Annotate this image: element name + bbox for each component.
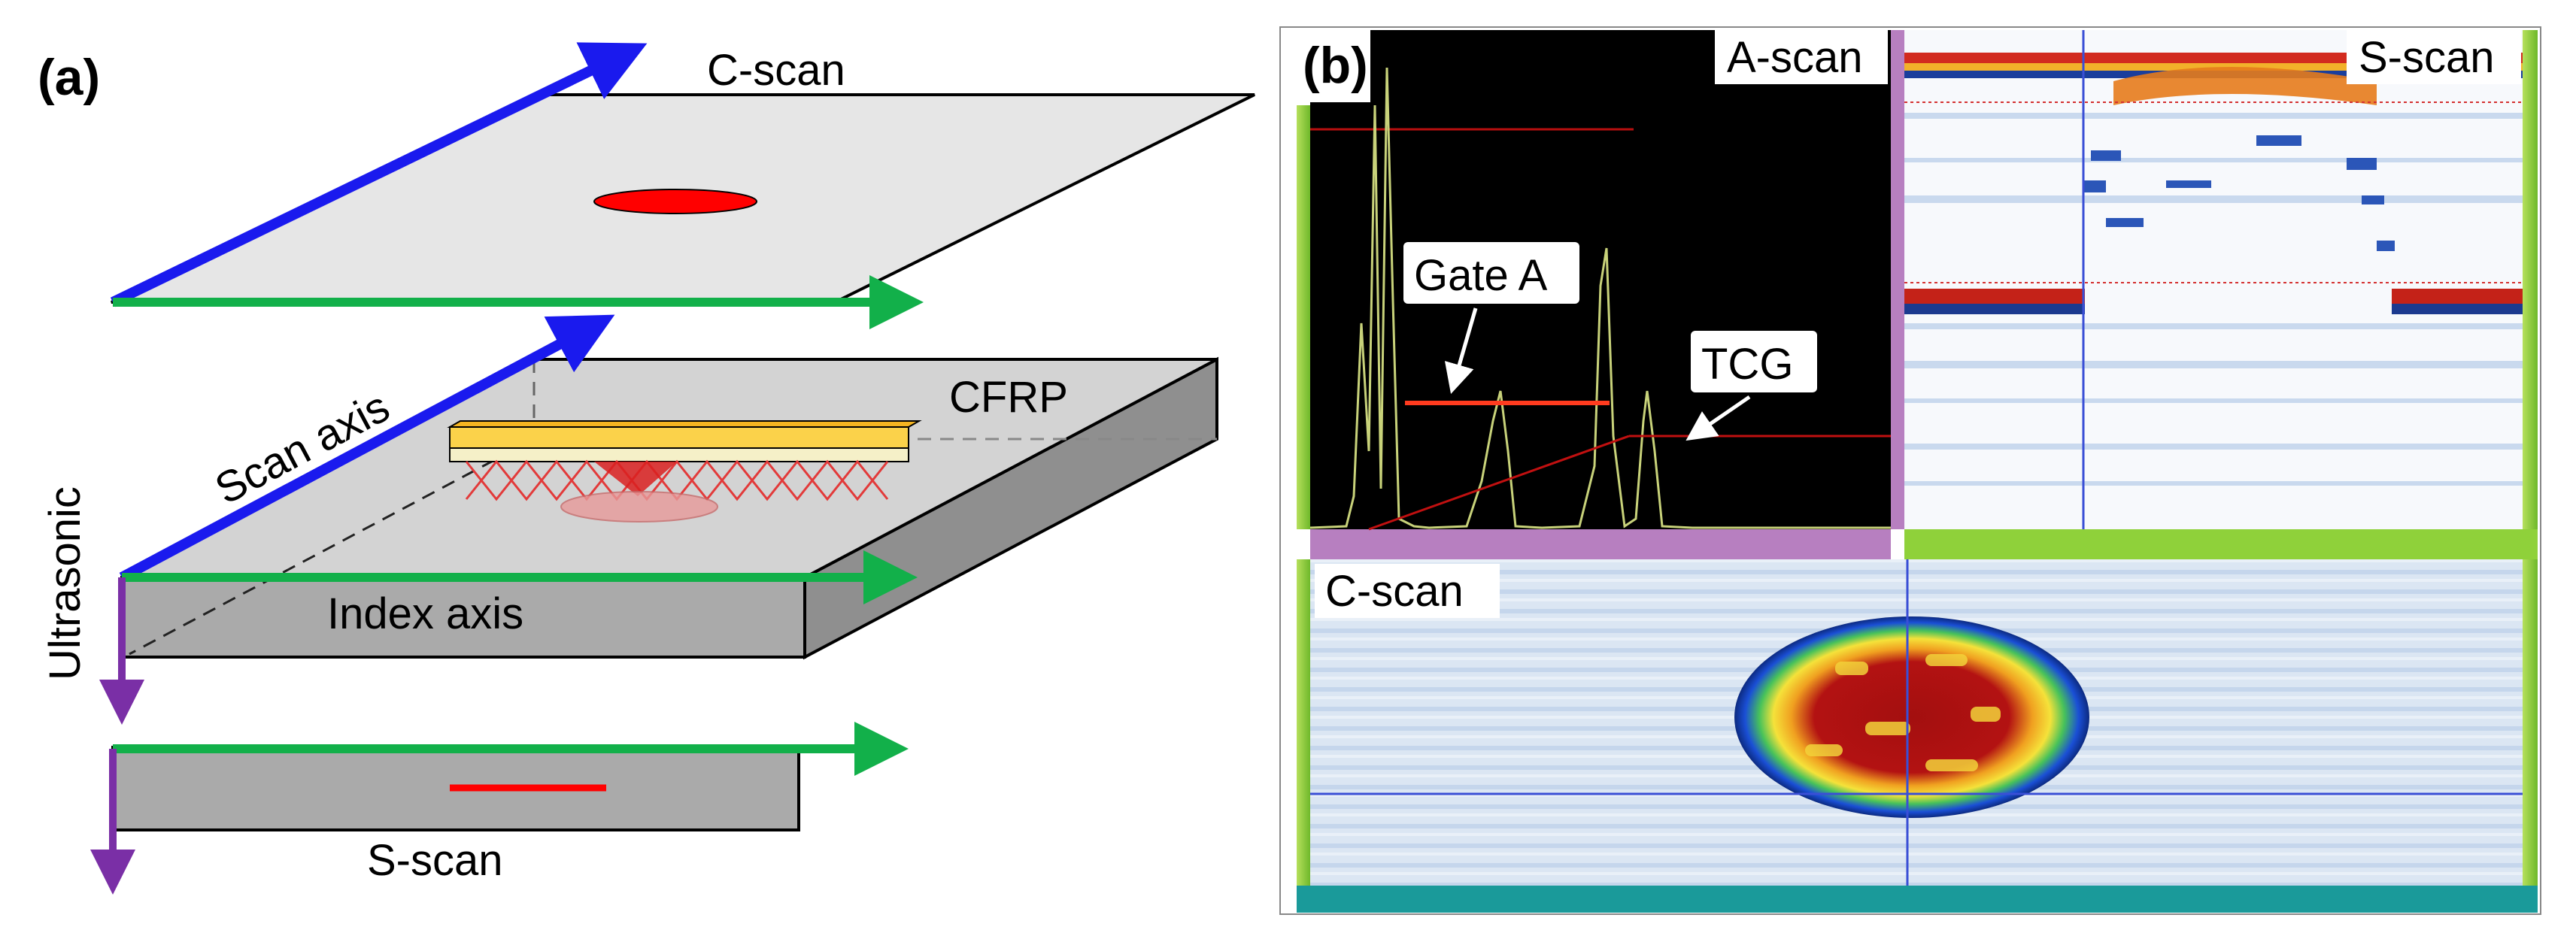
sscan-label: S-scan [367,836,503,885]
sscan-defect-scatter [2083,135,2395,251]
tcg-label-box [1691,331,1817,392]
cscan-label: C-scan [1325,567,1464,616]
ultrasonic-label: Ultrasonic [41,486,90,680]
tcg-pointer [1685,395,1751,441]
gate-a-label: Gate A [1414,251,1548,300]
cscan-bottom-ruler [1297,886,2538,913]
sscan-defect-echo [2113,67,2377,105]
tcg-label: TCG [1701,340,1793,389]
sscan-noise-bands [1904,113,2523,486]
cscan-label: C-scan [707,46,845,95]
probe-top [447,420,922,428]
cscan-defect-image [1734,616,2089,818]
sscan-label-box [2347,30,2521,84]
probe-body [449,426,909,449]
cfrp-label: CFRP [949,373,1068,422]
cscan-defect-texture [1805,654,2001,771]
sscan-view [1904,30,2523,529]
panel-b-label-box [1286,30,1370,102]
panel-b-label: (b) [1303,37,1368,94]
focused-beam [594,462,677,496]
index-axis-label: Index axis [327,589,523,638]
ascan-bottom-ruler [1310,529,1891,559]
ascan-right-ruler [1891,30,1904,529]
back-wall-echo-left [1904,304,2085,314]
cscan-right-ruler [2523,559,2538,886]
gate-a-pointer [1444,307,1478,395]
panel-a-label: (a) [38,49,100,106]
probe-wedge [449,447,909,462]
ascan-signal [1309,67,1891,529]
ascan-label-box [1715,30,1888,84]
tcg-line-sloped [1368,435,1630,531]
sscan-bottom-ruler [1904,529,2538,559]
panel-a: (a) C-scan CFRP Scan axis Ultrasonic Ind… [38,42,1255,895]
cscan-scan-axis-arrow [110,42,648,307]
front-wall-echo [1904,63,2523,71]
sscan-label: S-scan [2359,33,2495,82]
hidden-edge [129,438,535,656]
sscan-right-ruler [2523,30,2538,529]
cscan-left-ruler [1297,559,1310,886]
back-wall-echo-right [2392,304,2523,314]
back-wall-echo-left [1904,289,2085,304]
scan-axis-arrow [119,314,615,583]
gate-a-label-box [1403,242,1579,304]
panel-b: A-scan Gate A TCG (b) [1279,26,2541,915]
back-wall-echo-right [2392,289,2523,304]
cscan-label-box [1315,564,1500,618]
ascan-left-ruler [1297,105,1310,529]
cscan-defect [593,189,757,214]
beam-spot [560,491,718,522]
ascan-label: A-scan [1727,33,1863,82]
